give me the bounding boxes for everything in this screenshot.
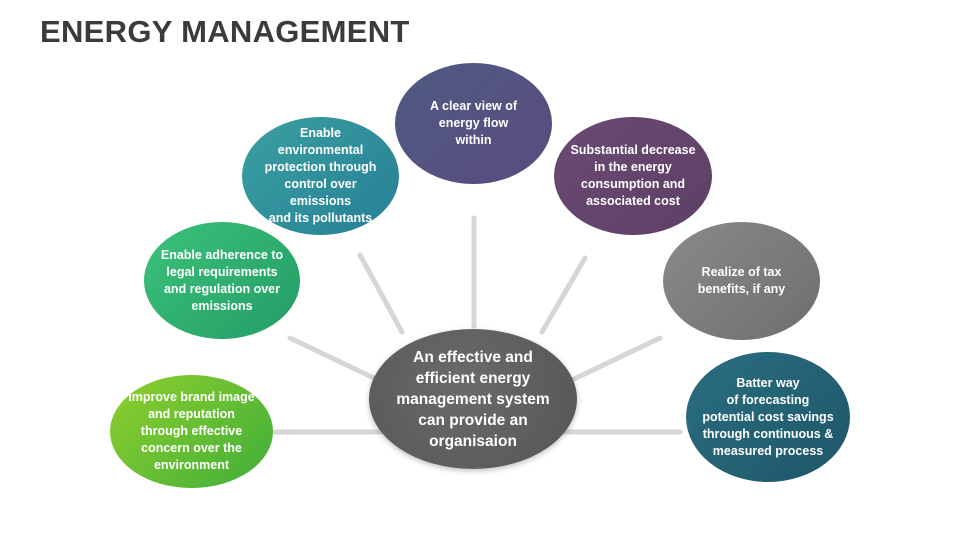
node-brand-image: Improve brand image and reputation throu… xyxy=(110,375,273,488)
node-brand-image-text: Improve brand image and reputation throu… xyxy=(128,390,255,472)
node-legal-requirements: Enable adherence to legal requirements a… xyxy=(144,222,300,339)
node-energy-flow-text: A clear view of energy flow within xyxy=(429,99,518,147)
node-legal-requirements-text: Enable adherence to legal requirements a… xyxy=(160,247,284,313)
connector-line-environmental-protection xyxy=(357,252,405,335)
node-environmental-protection-text: Enable environmental protection through … xyxy=(264,126,377,225)
connector-line-tax-benefits xyxy=(569,335,663,383)
node-tax-benefits: Realize of tax benefits, if any xyxy=(663,222,820,340)
node-consumption-decrease-text: Substantial decrease in the energy consu… xyxy=(570,143,696,208)
node-energy-flow: A clear view of energy flow within xyxy=(395,63,552,184)
node-forecasting-text: Batter way of forecasting potential cost… xyxy=(702,375,834,458)
node-forecasting: Batter way of forecasting potential cost… xyxy=(686,352,850,482)
center-node-text: An effective and efficient energy manage… xyxy=(396,348,550,450)
connector-line-legal-requirements xyxy=(287,335,381,383)
page-title: ENERGY MANAGEMENT xyxy=(40,14,410,49)
node-environmental-protection: Enable environmental protection through … xyxy=(242,117,399,235)
center-node: An effective and efficient energy manage… xyxy=(369,329,577,469)
node-consumption-decrease: Substantial decrease in the energy consu… xyxy=(554,117,712,235)
connector-line-consumption-decrease xyxy=(539,255,588,335)
node-tax-benefits-text: Realize of tax benefits, if any xyxy=(697,265,786,296)
